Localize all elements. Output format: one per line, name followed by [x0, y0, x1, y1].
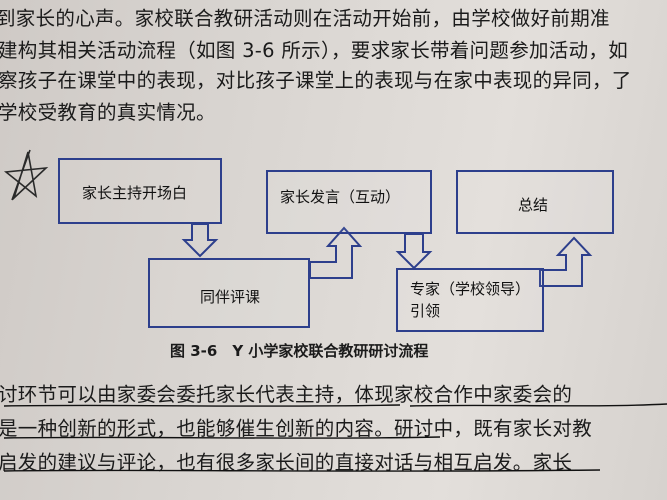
- box-expert-guidance-label-1: 专家（学校领导）: [410, 280, 531, 298]
- arrow-down-2: [395, 233, 433, 270]
- box-peer-review: 同伴评课: [148, 258, 310, 328]
- box-parent-speech: 家长发言（互动）: [266, 170, 432, 234]
- star-doodle: [3, 149, 49, 201]
- box-parent-speech-label: 家长发言（互动）: [280, 188, 401, 206]
- box-host-opening: 家长主持开场白: [58, 158, 222, 224]
- box-peer-review-label: 同伴评课: [200, 288, 261, 306]
- figure-caption: 图 3-6 Y 小学家校联合教研研讨流程: [170, 342, 429, 360]
- arrow-down-1: [181, 223, 219, 258]
- paragraph-bottom-line-1: 讨环节可以由家委会委托家长代表主持，体现家校合作中家委会的: [0, 383, 573, 406]
- underline-3: [3, 436, 441, 439]
- box-expert-guidance: 专家（学校领导） 引领: [396, 268, 544, 332]
- arrow-up-1: [309, 226, 363, 279]
- underline-2: [409, 403, 667, 407]
- paragraph-line-3: 察孩子在课堂中的表现，对比孩子课堂上的表现与在家中表现的异同，了: [0, 69, 632, 92]
- arrow-up-2: [539, 236, 593, 287]
- paragraph-bottom-line-3: 启发的建议与评论，也有很多家长间的直接对话与相互启发。家长: [0, 451, 573, 474]
- paragraph-bottom-line-2: 是一种创新的形式，也能够催生创新的内容。研讨中，既有家长对教: [0, 417, 593, 440]
- box-summary-label: 总结: [518, 196, 549, 214]
- underline-1: [3, 404, 401, 407]
- box-summary: 总结: [456, 170, 614, 234]
- underline-4: [3, 469, 601, 472]
- box-expert-guidance-label-2: 引领: [410, 302, 441, 320]
- paragraph-line-1: 到家长的心声。家校联合教研活动则在活动开始前，由学校做好前期准: [0, 7, 610, 30]
- paragraph-line-4: 学校受教育的真实情况。: [0, 101, 216, 124]
- paragraph-line-2: 建构其相关活动流程（如图 3-6 所示），要求家长带着问题参加活动，如: [0, 39, 628, 62]
- box-host-opening-label: 家长主持开场白: [82, 184, 188, 202]
